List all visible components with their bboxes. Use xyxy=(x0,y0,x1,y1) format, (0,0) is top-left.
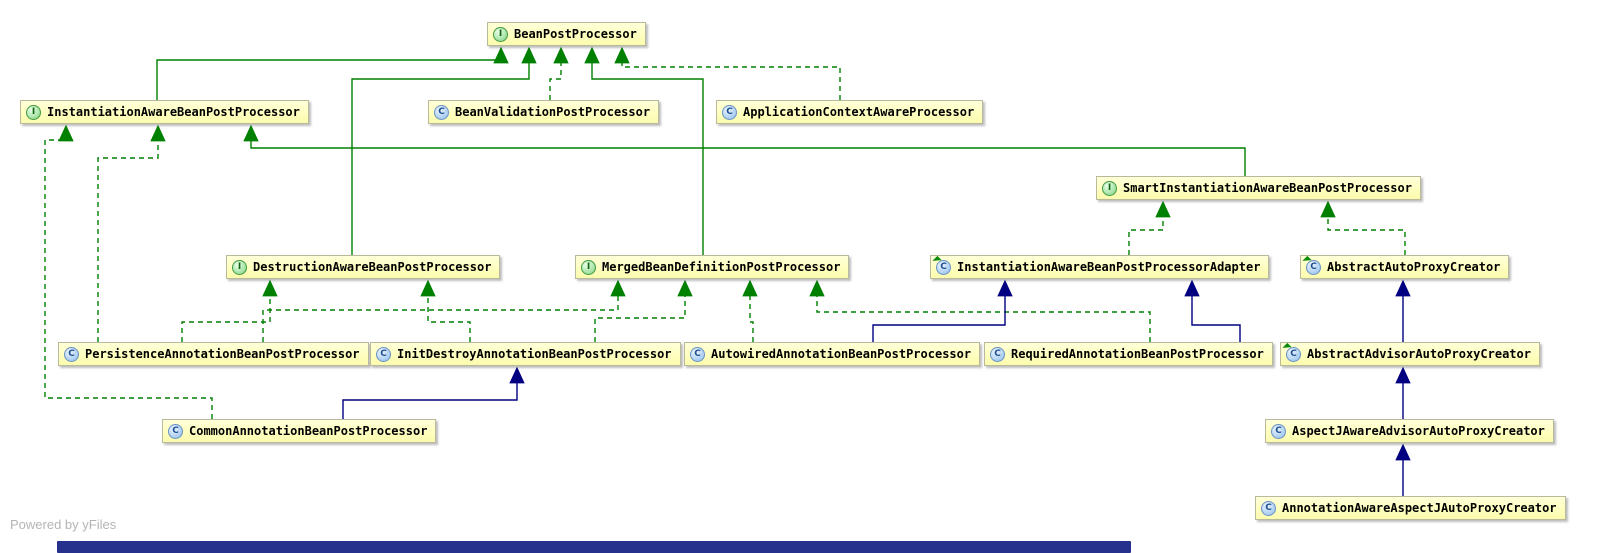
node-abstract-auto-proxy-creator[interactable]: C AbstractAutoProxyCreator xyxy=(1300,255,1510,279)
interface-icon: I xyxy=(26,104,41,120)
abstract-arrow-mark xyxy=(932,255,942,265)
class-icon: C xyxy=(690,346,705,362)
node-label: InstantiationAwareBeanPostProcessor xyxy=(47,105,300,119)
abstract-arrow-mark xyxy=(1282,342,1292,352)
node-label: BeanPostProcessor xyxy=(514,27,637,41)
node-common-annotation-bean-post-processor[interactable]: C CommonAnnotationBeanPostProcessor xyxy=(162,419,437,443)
node-aspectj-aware-advisor-auto-proxy-creator[interactable]: C AspectJAwareAdvisorAutoProxyCreator xyxy=(1265,419,1554,443)
node-abstract-advisor-auto-proxy-creator[interactable]: C AbstractAdvisorAutoProxyCreator xyxy=(1280,342,1540,366)
node-label: InstantiationAwareBeanPostProcessorAdapt… xyxy=(957,260,1261,274)
interface-icon: I xyxy=(493,26,508,42)
node-destruction-aware-bean-post-processor[interactable]: I DestructionAwareBeanPostProcessor xyxy=(226,255,501,279)
node-bean-post-processor[interactable]: I BeanPostProcessor xyxy=(487,22,646,46)
node-label: InitDestroyAnnotationBeanPostProcessor xyxy=(397,347,672,361)
abstract-icon: C xyxy=(932,255,951,275)
node-application-context-aware-processor[interactable]: C ApplicationContextAwareProcessor xyxy=(716,100,984,124)
node-label: CommonAnnotationBeanPostProcessor xyxy=(189,424,428,438)
node-label: AnnotationAwareAspectJAutoProxyCreator xyxy=(1282,501,1557,515)
node-label: DestructionAwareBeanPostProcessor xyxy=(253,260,492,274)
node-label: PersistenceAnnotationBeanPostProcessor xyxy=(85,347,360,361)
node-smart-instantiation-aware-bean-post-processor[interactable]: I SmartInstantiationAwareBeanPostProcesso… xyxy=(1096,176,1421,200)
class-icon: C xyxy=(168,423,183,439)
interface-icon: I xyxy=(232,259,247,275)
abstract-arrow-mark xyxy=(1302,255,1312,265)
node-init-destroy-annotation-bean-post-processor[interactable]: C InitDestroyAnnotationBeanPostProcessor xyxy=(370,342,681,366)
node-label: AbstractAutoProxyCreator xyxy=(1327,260,1501,274)
node-bean-validation-post-processor[interactable]: C BeanValidationPostProcessor xyxy=(428,100,660,124)
node-instantiation-aware-bean-post-processor[interactable]: I InstantiationAwareBeanPostProcessor xyxy=(20,100,309,124)
class-icon: C xyxy=(64,346,79,362)
node-label: AutowiredAnnotationBeanPostProcessor xyxy=(711,347,972,361)
node-label: RequiredAnnotationBeanPostProcessor xyxy=(1011,347,1264,361)
node-annotation-aware-aspectj-auto-proxy-creator[interactable]: C AnnotationAwareAspectJAutoProxyCreator xyxy=(1255,496,1566,520)
abstract-icon: C xyxy=(1282,342,1301,362)
abstract-icon: C xyxy=(1302,255,1321,275)
class-icon: C xyxy=(990,346,1005,362)
node-label: BeanValidationPostProcessor xyxy=(455,105,651,119)
class-icon: C xyxy=(1271,423,1286,439)
node-label: ApplicationContextAwareProcessor xyxy=(743,105,975,119)
horizontal-scrollbar-thumb[interactable] xyxy=(57,541,1131,553)
interface-icon: I xyxy=(581,259,596,275)
class-icon: C xyxy=(1261,500,1276,516)
node-autowired-annotation-bean-post-processor[interactable]: C AutowiredAnnotationBeanPostProcessor xyxy=(684,342,981,366)
powered-by-yfiles-label: Powered by yFiles xyxy=(10,517,117,532)
interface-icon: I xyxy=(1102,180,1117,196)
node-label: AbstractAdvisorAutoProxyCreator xyxy=(1307,347,1531,361)
class-icon: C xyxy=(434,104,449,120)
node-required-annotation-bean-post-processor[interactable]: C RequiredAnnotationBeanPostProcessor xyxy=(984,342,1273,366)
node-label: SmartInstantiationAwareBeanPostProcessor xyxy=(1123,181,1412,195)
node-persistence-annotation-bean-post-processor[interactable]: C PersistenceAnnotationBeanPostProcessor xyxy=(58,342,369,366)
class-icon: C xyxy=(722,104,737,120)
node-instantiation-aware-bean-post-processor-adapter[interactable]: C InstantiationAwareBeanPostProcessorAdap… xyxy=(930,255,1270,279)
class-icon: C xyxy=(376,346,391,362)
node-label: MergedBeanDefinitionPostProcessor xyxy=(602,260,841,274)
node-merged-bean-definition-post-processor[interactable]: I MergedBeanDefinitionPostProcessor xyxy=(575,255,850,279)
node-label: AspectJAwareAdvisorAutoProxyCreator xyxy=(1292,424,1545,438)
